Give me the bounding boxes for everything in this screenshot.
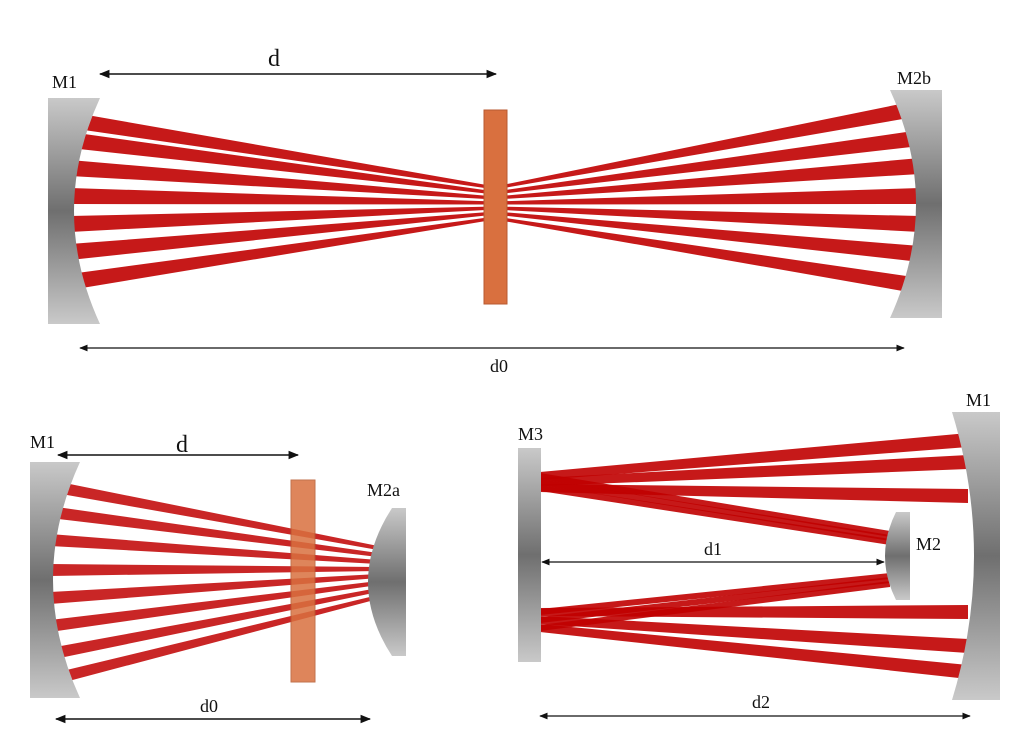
top-beam-left: [70, 188, 495, 205]
bottom-right-mirror-m1: [952, 412, 1000, 700]
top-beam-right: [495, 130, 920, 195]
top-beam-left: [70, 160, 495, 200]
bottom-right-mirror-m3: [518, 448, 541, 662]
bottom-right-label-m1: M1: [966, 390, 991, 410]
bottom-right-beam-m3-m2-upper: [540, 485, 890, 545]
bottom-left-label-d0: d0: [200, 696, 218, 716]
bottom-left-beam-group: [50, 480, 378, 686]
bottom-left-mirror-m1: [30, 462, 80, 698]
bottom-right-beam-m3-m2-lower: [540, 577, 890, 623]
top-label-d: d: [268, 46, 280, 72]
bottom-left-label-m1: M1: [30, 432, 55, 452]
panel-bottom-left: M1 M2a d d0: [30, 432, 406, 724]
top-beam-left: [70, 211, 495, 260]
top-mirror-m1: [48, 98, 100, 324]
bottom-right-label-d2: d2: [752, 692, 770, 712]
panel-bottom-right: M3 M2 M1 d1 d2: [518, 390, 1000, 720]
bottom-left-crystal: [290, 479, 316, 683]
top-beam-left: [70, 216, 495, 290]
top-beam-right: [495, 216, 920, 294]
top-beam-right: [495, 206, 920, 232]
bottom-left-label-d: d: [176, 432, 188, 458]
panel-top: M1 M2b d d0: [48, 46, 942, 376]
top-label-m1: M1: [52, 72, 77, 92]
bottom-right-label-m3: M3: [518, 424, 543, 444]
bottom-right-mirror-m2: [885, 512, 910, 600]
top-beam-right: [495, 211, 920, 262]
bottom-left-beam: [50, 564, 378, 576]
top-beam-left: [70, 132, 495, 195]
top-label-d0: d0: [490, 356, 508, 376]
bottom-right-beam-group: [540, 433, 968, 679]
bottom-right-beam-m3-m1-lower: [540, 624, 968, 679]
bottom-right-beam-m3-m1-upper: [540, 484, 968, 503]
bottom-right-label-m2: M2: [916, 534, 941, 554]
bottom-right-beam-m3-m2-lower: [540, 573, 890, 615]
bottom-right-beam-m3-m1-lower: [540, 616, 968, 653]
bottom-right-label-d1: d1: [704, 539, 722, 559]
top-beam-right: [495, 158, 920, 200]
bottom-right-beam-m3-m1-upper: [540, 433, 968, 480]
bottom-left-mirror-m2a: [368, 508, 406, 656]
top-beam-left: [70, 206, 495, 232]
top-mirror-m2b: [890, 90, 942, 318]
bottom-left-label-m2a: M2a: [367, 480, 400, 500]
top-crystal: [483, 109, 508, 305]
top-beam-right: [495, 100, 920, 190]
top-beam-group: [70, 100, 920, 294]
bottom-right-beam-m3-m1-upper: [540, 455, 968, 486]
top-label-m2b: M2b: [897, 68, 931, 88]
top-beam-right: [495, 188, 920, 205]
top-beam-left: [70, 112, 495, 190]
bottom-right-beam-m3-m2-lower: [540, 581, 890, 631]
